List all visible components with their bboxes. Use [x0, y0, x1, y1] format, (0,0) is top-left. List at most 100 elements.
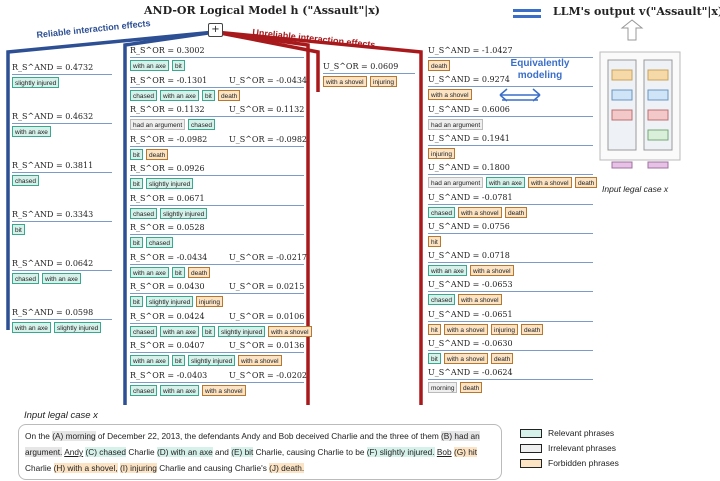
separator	[130, 322, 304, 324]
interaction-item-tag: with an axe	[160, 89, 199, 101]
interaction-item-tag: chased	[188, 119, 215, 130]
interaction-item-tag: chased	[428, 294, 455, 306]
interaction-coefficient: R_S^OR = 0.0671	[130, 193, 205, 203]
interaction-item-tag: with a shovel	[323, 76, 367, 87]
interaction-item-tag: bit	[202, 89, 215, 101]
interaction-item-tag: hit	[428, 323, 441, 335]
interaction-item-tag: had an argument	[428, 177, 484, 189]
equals-bar-top	[513, 9, 541, 12]
interaction-item-tag: with an axe	[130, 266, 169, 278]
interaction-item-tag: injuring	[428, 147, 455, 159]
interaction-item-tag: bit	[12, 224, 25, 235]
interaction-coefficient: R_S^OR = 0.0926	[130, 164, 205, 173]
reliable-branch-mid	[123, 30, 216, 405]
separator	[428, 232, 593, 234]
separator	[428, 57, 593, 58]
separator	[12, 74, 112, 75]
unreliable-coefficient: U_S^OR = 0.0215	[229, 282, 305, 291]
separator	[130, 116, 304, 117]
separator	[428, 115, 593, 117]
separator	[130, 86, 304, 88]
interaction-item-tag: injuring	[370, 76, 397, 87]
model-title: AND-OR Logical Model h ("Assault"|x)	[144, 4, 381, 17]
separator	[428, 291, 593, 293]
unreliable-coefficient: U_S^OR = -0.0982	[229, 134, 307, 144]
interaction-item-tag: had an argument	[428, 118, 484, 130]
equals-bar-bottom	[513, 15, 541, 18]
interaction-coefficient: R_S^AND = 0.3343	[12, 210, 94, 219]
llm-title: LLM's output v("Assault"|x)	[553, 5, 720, 18]
interaction-item-tag: death	[146, 148, 169, 160]
interaction-item-tag: death	[188, 266, 211, 278]
interaction-coefficient: R_S^OR = 0.0430	[130, 282, 205, 291]
interaction-item-tag: injuring	[196, 296, 223, 307]
separator	[12, 319, 112, 320]
plus-node: +	[208, 23, 223, 37]
unreliable-coefficient: U_S^AND = 0.0718	[428, 251, 510, 261]
legend-irrelevant-swatch	[520, 444, 542, 453]
interaction-item-tag: with a shovel	[268, 325, 312, 337]
unreliable-coefficient: U_S^OR = 0.1132	[229, 105, 305, 114]
interaction-item-tag: with an axe	[160, 325, 199, 337]
interaction-item-tag: slightly injured	[12, 77, 60, 88]
interaction-item-tag: bit	[130, 148, 143, 160]
interaction-item-tag: slightly injured	[188, 355, 236, 366]
unreliable-coefficient: U_S^AND = 0.0756	[428, 221, 510, 231]
interaction-item-tag: with an axe	[12, 322, 51, 333]
unreliable-coefficient: U_S^AND = -0.0630	[428, 339, 513, 348]
separator	[428, 350, 593, 351]
separator	[130, 352, 304, 353]
legal-case-text: On the (A) morning of December 22, 2013,…	[18, 424, 502, 480]
interaction-item-tag: with a shovel	[444, 353, 488, 364]
interaction-item-tag: bit	[172, 355, 185, 366]
interaction-item-tag: bit	[172, 266, 185, 278]
interaction-item-tag: morning	[428, 382, 458, 394]
interaction-item-tag: with a shovel	[458, 206, 502, 218]
separator	[428, 174, 593, 176]
unreliable-coefficient: U_S^OR = 0.0136	[229, 341, 305, 350]
interaction-coefficient: R_S^OR = 0.0407	[130, 341, 205, 350]
separator	[428, 86, 593, 88]
interaction-item-tag: chased	[130, 384, 157, 396]
interaction-item-tag: death	[428, 60, 451, 71]
separator	[130, 381, 304, 383]
case-title: Input legal case x	[24, 410, 98, 421]
interaction-item-tag: with a shovel	[428, 89, 472, 101]
separator	[428, 144, 593, 146]
interaction-coefficient: R_S^OR = 0.1132	[130, 105, 205, 114]
separator	[428, 203, 593, 205]
interaction-item-tag: death	[521, 323, 544, 335]
unreliable-coefficient: U_S^OR = -0.0202	[229, 370, 307, 380]
interaction-coefficient: R_S^OR = -0.0403	[130, 370, 208, 380]
legend-irrelevant-label: Irrelevant phrases	[548, 443, 617, 453]
separator	[12, 221, 112, 222]
interaction-item-tag: slightly injured	[160, 207, 208, 219]
separator	[130, 234, 304, 235]
legend-relevant-swatch	[520, 429, 542, 438]
unreliable-branch-small	[214, 30, 320, 92]
interaction-coefficient: R_S^OR = 0.3002	[130, 46, 205, 55]
double-arrow-icon	[499, 88, 541, 102]
interaction-item-tag: death	[460, 382, 483, 394]
separator	[12, 123, 112, 124]
unreliable-coefficient: U_S^AND = -0.0624	[428, 368, 513, 378]
interaction-item-tag: with a shovel	[528, 177, 572, 189]
interaction-item-tag: death	[575, 177, 598, 189]
interaction-item-tag: with a shovel	[444, 323, 488, 335]
interaction-item-tag: death	[505, 206, 528, 218]
interaction-item-tag: bit	[428, 353, 441, 364]
interaction-item-tag: slightly injured	[146, 178, 194, 189]
interaction-coefficient: R_S^OR = -0.0434	[130, 252, 208, 262]
llm-architecture-diagram	[599, 51, 681, 169]
separator	[130, 263, 304, 265]
interaction-item-tag: chased	[130, 207, 157, 219]
input-case-right-label: Input legal case x	[602, 184, 669, 194]
unreliable-coefficient: U_S^AND = -0.0653	[428, 280, 513, 290]
unreliable-coefficient: U_S^AND = -0.0781	[428, 192, 513, 202]
interaction-item-tag: slightly injured	[54, 322, 102, 333]
unreliable-coefficient: U_S^OR = -0.0434	[229, 75, 307, 85]
interaction-item-tag: with a shovel	[202, 384, 246, 396]
interaction-coefficient: R_S^OR = -0.1301	[130, 75, 208, 85]
interaction-coefficient: R_S^OR = 0.0528	[130, 223, 205, 232]
interaction-item-tag: had an argument	[130, 119, 186, 130]
